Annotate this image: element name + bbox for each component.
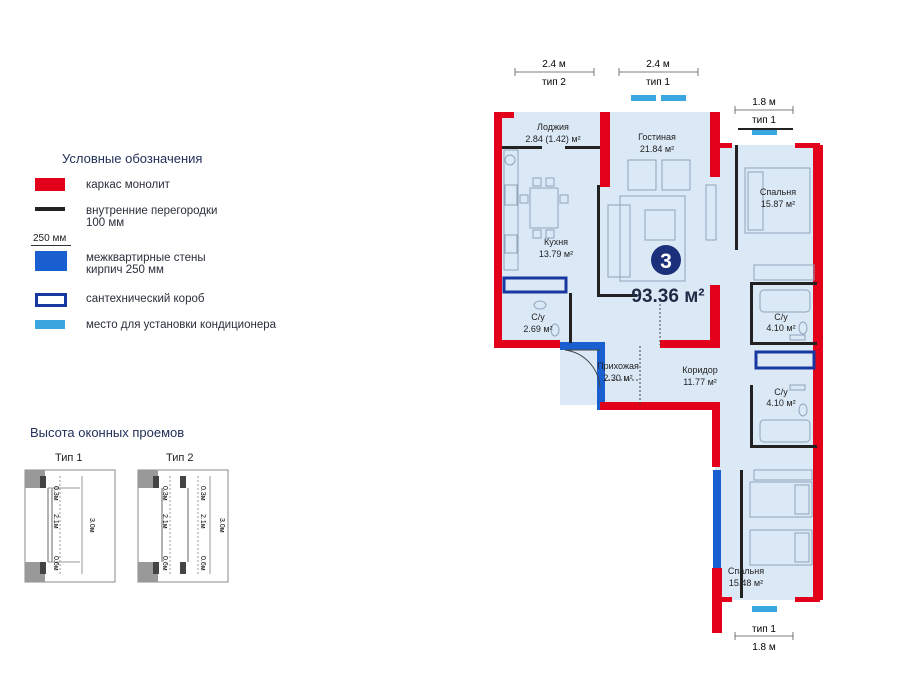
svg-text:2.4 м: 2.4 м [542, 59, 566, 70]
window-type2-middle-a: 2.1м [161, 514, 168, 529]
legend-swatch-brick [35, 251, 67, 271]
legend-label-partition-line2: 100 мм [86, 217, 125, 229]
window-dim-top-2: 2.4 м тип 1 [618, 59, 699, 101]
room-bedroom2-area: 15.48 м² [729, 578, 763, 588]
room-hall-name: Прихожая [597, 361, 639, 371]
window-type2-label: Тип 2 [166, 452, 194, 464]
room-wc1-name: С/у [531, 312, 545, 322]
svg-text:тип 1: тип 1 [752, 115, 776, 126]
window-height-diagrams: 0.3м 2.1м 0.6м 3.0м 0.3м 2.1м 0.6м 0.3м … [24, 469, 229, 583]
kitchen-furniture [503, 149, 569, 271]
window-type2-bottom-b: 0.6м [199, 556, 206, 571]
room-wc2-name: С/у [774, 312, 788, 322]
legend-brick-tag-line [31, 245, 71, 246]
room-corridor-area: 11.77 м² [683, 377, 717, 387]
room-labels: Лоджия 2.84 (1.42) м² Гостиная 21.84 м² … [523, 122, 796, 588]
window-type1-top: 0.3м [52, 486, 59, 501]
legend-label-brick: межквартирные стены кирпич 250 мм [86, 252, 206, 276]
room-corridor-name: Коридор [682, 365, 718, 375]
bedroom1-furniture [744, 167, 815, 281]
legend-label-ac: место для установки кондиционера [86, 319, 277, 331]
monolith-walls [494, 112, 823, 633]
bedroom2-furniture [749, 469, 813, 566]
rooms-count-badge: 3 [651, 245, 681, 275]
room-wc3-name: С/у [774, 387, 788, 397]
window-type1-label: Тип 1 [55, 452, 83, 464]
partitions [502, 128, 817, 598]
brick-walls [560, 342, 721, 570]
room-kitchen-name: Кухня [544, 237, 568, 247]
window-type2-middle-b: 2.1м [199, 514, 206, 529]
room-wc2-area: 4.10 м² [766, 323, 795, 333]
svg-text:тип 1: тип 1 [646, 77, 670, 88]
window-dim-top-3: 1.8 м тип 1 [734, 97, 794, 135]
window-dim-bottom-1: тип 1 1.8 м [734, 606, 794, 653]
room-bedroom1-area: 15.87 м² [761, 199, 795, 209]
room-wc3-area: 4.10 м² [766, 398, 795, 408]
floor-plan: 2.4 м тип 2 2.4 м тип 1 1.8 м тип 1 [494, 59, 823, 653]
room-hall-area: 2.30 м² [603, 373, 632, 383]
legend-brick-tag: 250 мм [33, 233, 67, 244]
bathroom-fixtures [533, 289, 811, 443]
svg-text:1.8 м: 1.8 м [752, 97, 776, 108]
room-bedroom2-name: Спальня [728, 566, 764, 576]
window-type1-total: 3.0м [88, 518, 95, 533]
window-heights-title: Высота оконных проемов [30, 425, 185, 440]
window-dim-top-1: 2.4 м тип 2 [514, 59, 595, 88]
entrance-lines [564, 300, 661, 405]
window-type2-bottom-a: 0.6м [161, 556, 168, 571]
legend-label-sanitary: сантехнический короб [86, 293, 205, 305]
legend-swatch-ac [35, 320, 65, 329]
legend-label-partition-line1: внутренние перегородки [86, 205, 218, 217]
legend-label-partition: внутренние перегородки 100 мм [86, 205, 217, 229]
room-wc1-area: 2.69 м² [523, 324, 552, 334]
svg-text:3: 3 [660, 250, 672, 273]
window-type1-bottom: 0.6м [52, 556, 59, 571]
svg-text:тип 2: тип 2 [542, 77, 566, 88]
window-type1-middle: 2.1м [52, 514, 59, 529]
legend-swatch-monolith [35, 178, 65, 191]
room-loggia-area: 2.84 (1.42) м² [525, 134, 580, 144]
legend-label-monolith: каркас монолит [86, 179, 170, 191]
window-type2-top-b: 0.3м [199, 486, 206, 501]
total-area: 93.36 м² [631, 286, 704, 307]
legend-label-brick-line1: межквартирные стены [86, 252, 206, 264]
legend-label-brick-line2: кирпич 250 мм [86, 264, 164, 276]
room-kitchen-area: 13.79 м² [539, 249, 573, 259]
window-type2-total: 3.0м [218, 518, 225, 533]
living-furniture [607, 159, 717, 282]
room-living-name: Гостиная [638, 132, 676, 142]
window-type2-top-a: 0.3м [161, 486, 168, 501]
window-type1-diagram: 0.3м 2.1м 0.6м 3.0м [24, 469, 116, 583]
window-type2-diagram: 0.3м 2.1м 0.6м 0.3м 2.1м 0.6м 3.0м [137, 469, 229, 583]
sanitary-boxes [502, 276, 816, 370]
svg-text:2.4 м: 2.4 м [646, 59, 670, 70]
room-living-area: 21.84 м² [640, 144, 674, 154]
svg-text:тип 1: тип 1 [752, 624, 776, 635]
room-bedroom1-name: Спальня [760, 187, 796, 197]
svg-text:1.8 м: 1.8 м [752, 642, 776, 653]
room-loggia-name: Лоджия [537, 122, 569, 132]
legend-swatch-sanitary [35, 293, 67, 307]
legend-title: Условные обозначения [62, 151, 203, 166]
legend-swatch-partition [35, 207, 65, 211]
